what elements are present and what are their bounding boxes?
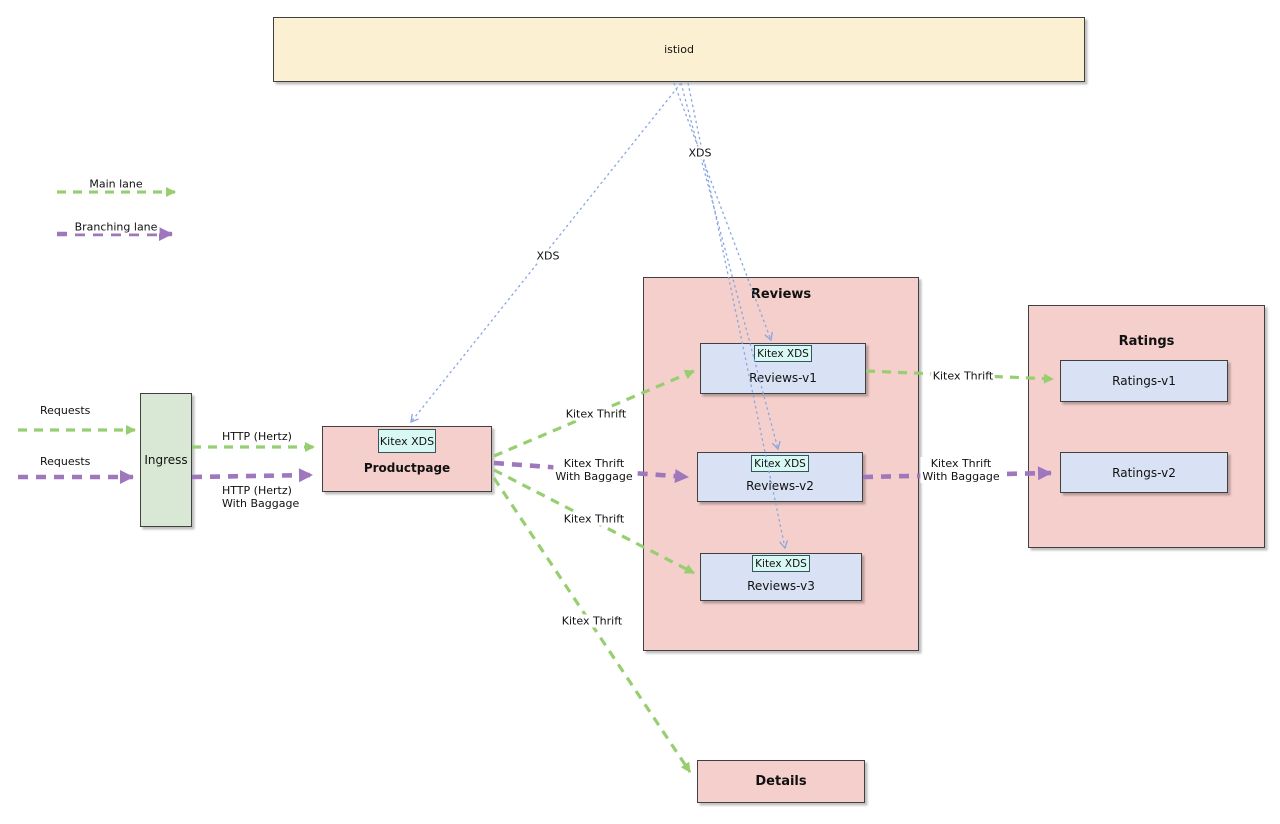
reviews-v2-kitex-xds-label: Kitex XDS [754, 457, 806, 470]
edge-label-http-hertz-baggage-line1: HTTP (Hertz) [222, 484, 292, 497]
reviews-v2-kitex-xds-badge: Kitex XDS [751, 455, 809, 472]
reviews-v3-node: Kitex XDS Reviews-v3 [700, 553, 862, 601]
edge-label-kitex-thrift-baggage-v2-line2: With Baggage [555, 470, 633, 483]
edge-label-kitex-thrift-ratings-v1: Kitex Thrift [930, 369, 996, 383]
ratings-container: Ratings [1028, 305, 1265, 548]
edge-label-kitex-thrift-details: Kitex Thrift [559, 614, 625, 628]
ratings-v1-label: Ratings-v1 [1112, 374, 1176, 388]
reviews-v1-kitex-xds-badge: Kitex XDS [754, 345, 812, 362]
reviews-v3-kitex-xds-label: Kitex XDS [755, 557, 807, 570]
ratings-title: Ratings [1118, 334, 1175, 349]
reviews-v2-label: Reviews-v2 [746, 479, 814, 493]
reviews-v1-label: Reviews-v1 [749, 371, 817, 385]
ratings-v1-node: Ratings-v1 [1060, 360, 1228, 402]
productpage-kitex-xds-label: Kitex XDS [379, 434, 435, 448]
reviews-v3-kitex-xds-badge: Kitex XDS [752, 555, 810, 572]
edge-label-http-hertz: HTTP (Hertz) [220, 430, 294, 443]
productpage-label: Productpage [363, 461, 451, 475]
edge-label-kitex-thrift-baggage-ratings-v2: Kitex Thrift With Baggage [920, 457, 1002, 483]
reviews-v3-label: Reviews-v3 [747, 579, 815, 593]
edge-label-http-hertz-baggage-line2: With Baggage [222, 497, 300, 510]
ingress-label: Ingress [144, 453, 188, 467]
ratings-v2-label: Ratings-v2 [1112, 465, 1176, 480]
ratings-v2-node: Ratings-v2 [1060, 452, 1228, 493]
legend-branching-lane-label: Branching lane [72, 220, 160, 234]
reviews-title: Reviews [750, 287, 812, 302]
legend-main-lane-label: Main lane [87, 177, 145, 191]
edge-label-requests-branching: Requests [38, 455, 93, 468]
edge-label-kitex-thrift-v3: Kitex Thrift [561, 512, 627, 526]
istiod-node: istiod [273, 17, 1085, 82]
edge-ingress-productpage-branching [191, 468, 313, 483]
reviews-v1-node: Kitex XDS Reviews-v1 [700, 343, 866, 394]
edge-label-xds-productpage: XDS [534, 249, 562, 263]
reviews-v2-node: Kitex XDS Reviews-v2 [697, 452, 863, 502]
edge-label-kitex-thrift-baggage-v2: Kitex Thrift With Baggage [553, 457, 635, 483]
edge-label-kitex-thrift-baggage-ratings-v2-line2: With Baggage [922, 470, 1000, 483]
edge-label-http-hertz-baggage: HTTP (Hertz) With Baggage [220, 484, 302, 510]
details-label: Details [755, 774, 807, 789]
edge-label-xds-reviews: XDS [686, 146, 714, 160]
edge-label-kitex-thrift-baggage-ratings-v2-line1: Kitex Thrift [930, 457, 992, 470]
productpage-node: Kitex XDS Productpage [322, 426, 492, 492]
productpage-kitex-xds-badge: Kitex XDS [378, 429, 436, 453]
edge-label-kitex-thrift-v1: Kitex Thrift [563, 407, 629, 421]
istiod-label: istiod [664, 43, 694, 56]
edge-label-kitex-thrift-baggage-v2-line1: Kitex Thrift [563, 457, 625, 470]
ingress-node: Ingress [140, 393, 192, 527]
details-node: Details [697, 760, 865, 803]
reviews-v1-kitex-xds-label: Kitex XDS [757, 347, 809, 360]
edge-label-requests-main: Requests [38, 404, 93, 417]
